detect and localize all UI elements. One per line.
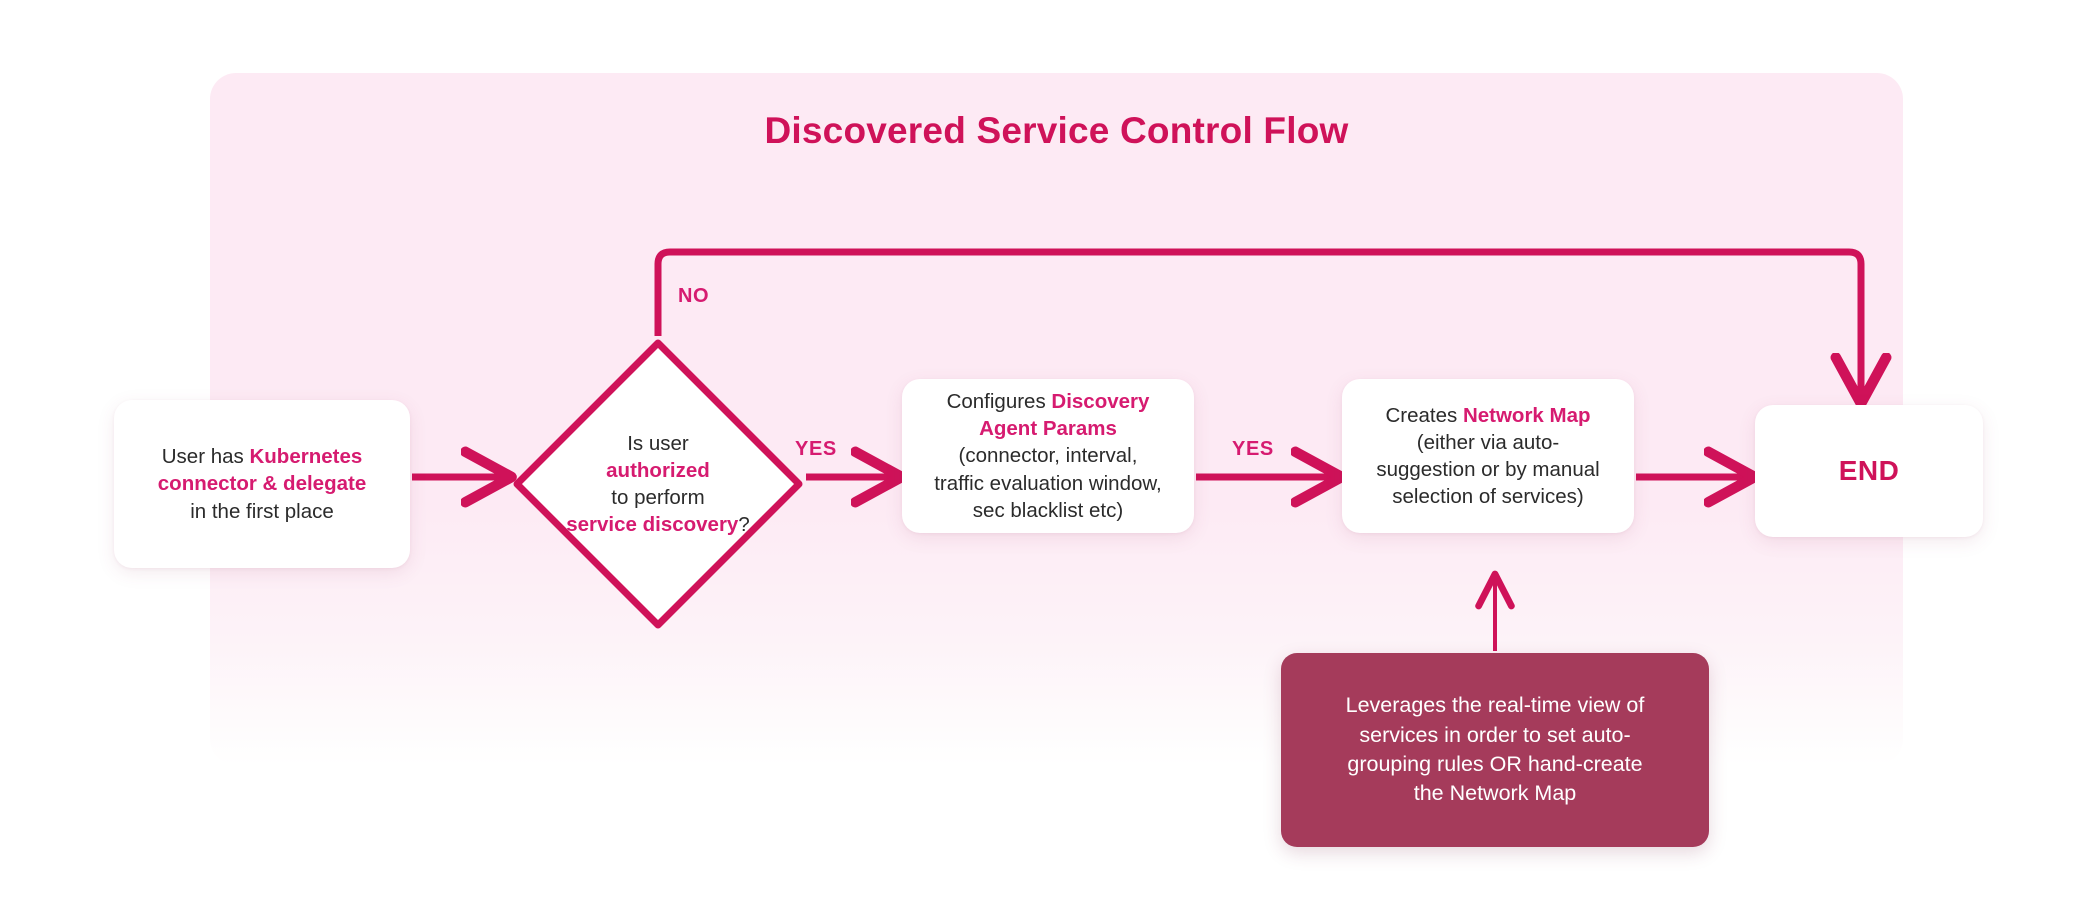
node-netmap-line4: selection of services) (1392, 485, 1584, 509)
node-start-line3: in the first place (190, 499, 334, 523)
node-start-line1-plain: User has (161, 445, 250, 469)
node-start-line1-highlight: Kubernetes (249, 445, 363, 469)
decision-diamond-shape (513, 339, 803, 629)
node-decision-line2-highlight: authorized (606, 458, 710, 482)
node-configure-line5: sec blacklist etc) (972, 498, 1124, 522)
node-end-label: END (1838, 455, 1900, 487)
node-end[interactable]: END (1755, 405, 1983, 537)
node-configure-line1-highlight: Discovery (1051, 389, 1150, 413)
node-configure-text: Configures Discovery Agent Params (conne… (920, 384, 1176, 528)
edge-label-yes-decision: YES (795, 438, 837, 460)
node-configure-line2-highlight: Agent Params (979, 417, 1117, 441)
page-title: Discovered Service Control Flow (764, 110, 1349, 151)
node-creates-network-map[interactable]: Creates Network Map (either via auto- su… (1342, 379, 1634, 533)
node-callout-line3: grouping rules OR hand-create (1347, 752, 1643, 776)
node-decision[interactable]: Is user authorized to perform service di… (512, 338, 804, 630)
node-start-text: User has Kubernetes connector & delegate… (144, 439, 380, 529)
node-callout-line2: services in order to set auto- (1359, 722, 1631, 747)
node-callout-note[interactable]: Leverages the real-time view of services… (1281, 653, 1709, 847)
node-decision-text: Is user authorized to perform service di… (512, 338, 804, 630)
edge-label-yes-configure: YES (1232, 438, 1274, 460)
node-decision-line4-suffix: ? (738, 513, 750, 537)
node-configure-line3: (connector, interval, (958, 444, 1138, 468)
node-configure-discovery-agent-params[interactable]: Configures Discovery Agent Params (conne… (902, 379, 1194, 533)
node-callout-line4: the Network Map (1413, 781, 1577, 806)
node-netmap-line1-highlight: Network Map (1462, 403, 1591, 427)
node-start-line2-highlight: connector & delegate (157, 472, 367, 496)
node-decision-line1: Is user (627, 431, 689, 455)
node-netmap-text: Creates Network Map (either via auto- su… (1362, 398, 1613, 515)
node-configure-line4: traffic evaluation window, (934, 471, 1162, 495)
node-netmap-line1-plain: Creates (1385, 403, 1463, 427)
node-netmap-line3: suggestion or by manual (1376, 458, 1600, 481)
node-netmap-line2: (either via auto- (1416, 430, 1560, 454)
node-decision-line3: to perform (611, 486, 705, 509)
node-configure-line1-plain: Configures (946, 389, 1052, 413)
edge-label-no: NO (678, 285, 710, 307)
node-callout-line1: Leverages the real-time view of (1345, 693, 1645, 718)
node-decision-line4-highlight: service discovery (566, 513, 739, 537)
node-start[interactable]: User has Kubernetes connector & delegate… (114, 400, 410, 568)
node-callout-text: Leverages the real-time view of services… (1346, 691, 1645, 809)
